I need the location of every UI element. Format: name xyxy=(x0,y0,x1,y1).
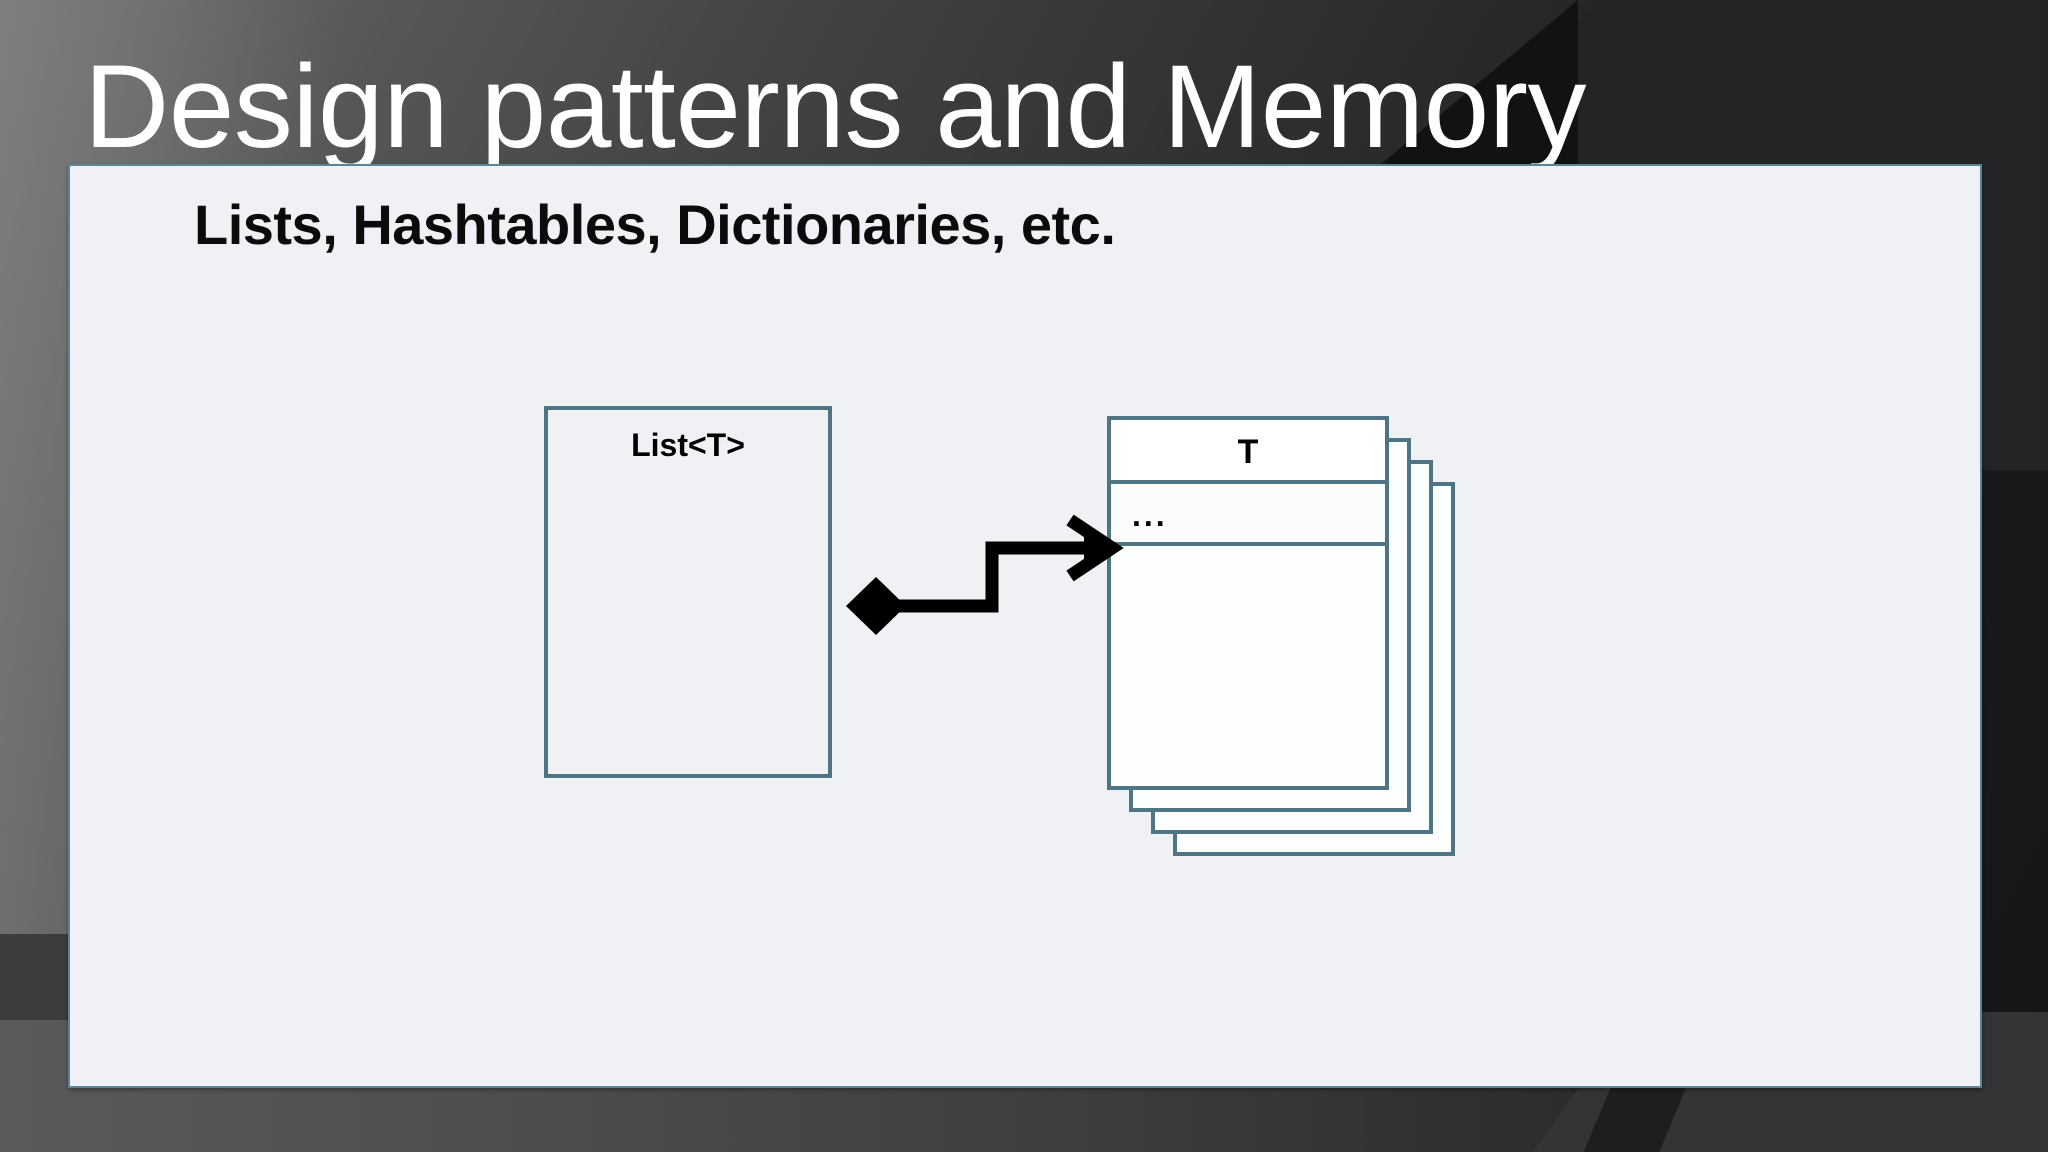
uml-class-t-front: T ... xyxy=(1107,416,1389,790)
uml-diagram: T ... List<T> xyxy=(70,166,1984,1090)
composition-diamond-icon xyxy=(846,577,906,635)
uml-class-list: List<T> xyxy=(544,406,832,778)
content-subtitle: Lists, Hashtables, Dictionaries, etc. xyxy=(194,193,1116,256)
content-panel: Lists, Hashtables, Dictionaries, etc. xyxy=(68,164,1982,1088)
uml-class-t-name: T xyxy=(1238,433,1259,471)
uml-class-list-name: List<T> xyxy=(631,427,745,463)
uml-composition-connector xyxy=(846,514,1124,635)
page-title: Design patterns and Memory xyxy=(84,41,1587,173)
uml-class-t-ellipsis: ... xyxy=(1132,497,1168,533)
